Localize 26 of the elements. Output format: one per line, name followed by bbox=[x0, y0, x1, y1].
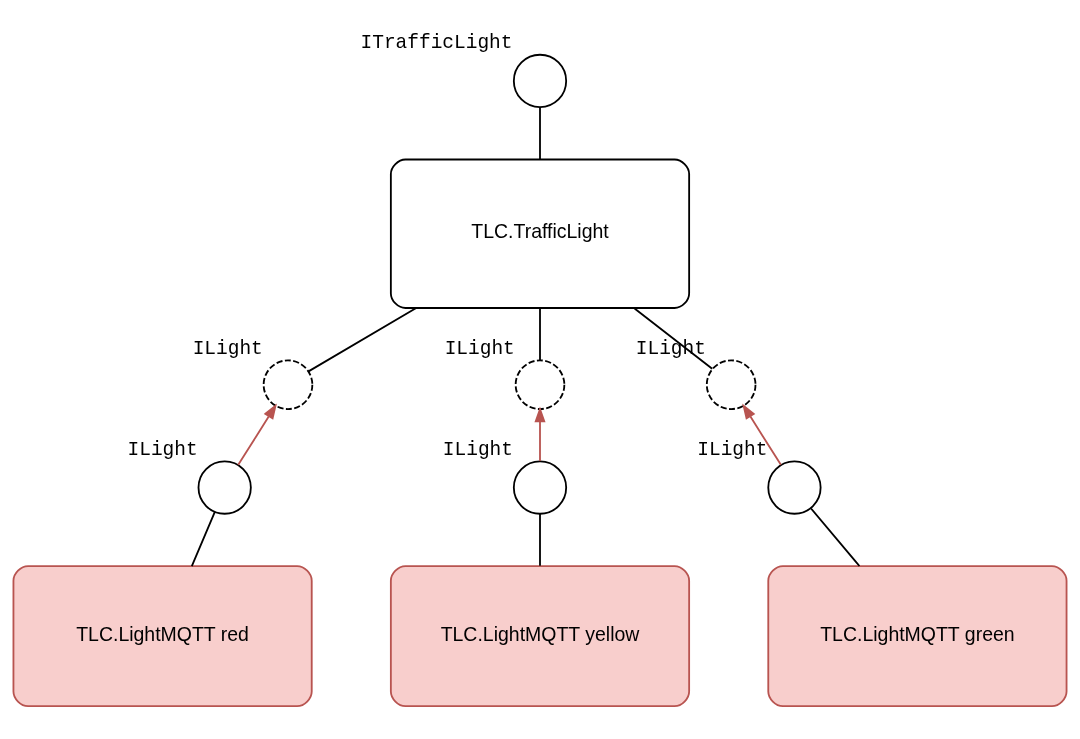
connector bbox=[539, 106, 541, 161]
node-label: ILight bbox=[697, 439, 768, 462]
node-circle bbox=[512, 53, 568, 109]
node-box: TLC.LightMQTT red bbox=[12, 565, 313, 708]
node-circle bbox=[767, 460, 822, 515]
node-box: TLC.LightMQTT yellow bbox=[389, 565, 691, 708]
node-circle bbox=[512, 460, 568, 515]
arrow bbox=[742, 403, 782, 466]
node-label: ILight bbox=[442, 439, 513, 462]
node-arc bbox=[705, 359, 757, 410]
arrow bbox=[237, 403, 277, 466]
node-arc bbox=[514, 359, 566, 410]
node-box: TLC.LightMQTT green bbox=[767, 565, 1068, 708]
connector bbox=[810, 507, 861, 567]
node-label: ITrafficLight bbox=[360, 32, 513, 55]
arrow bbox=[534, 406, 546, 462]
connector bbox=[539, 513, 541, 567]
node-label: ILight bbox=[192, 338, 263, 361]
connector bbox=[307, 307, 417, 373]
node-label: ILight bbox=[127, 439, 198, 462]
node-circle bbox=[197, 460, 252, 515]
connector bbox=[190, 511, 216, 567]
node-label: ILight bbox=[444, 338, 515, 361]
node-box: TLC.TrafficLight bbox=[389, 158, 691, 309]
node-arc bbox=[262, 359, 314, 410]
connector bbox=[539, 307, 541, 362]
